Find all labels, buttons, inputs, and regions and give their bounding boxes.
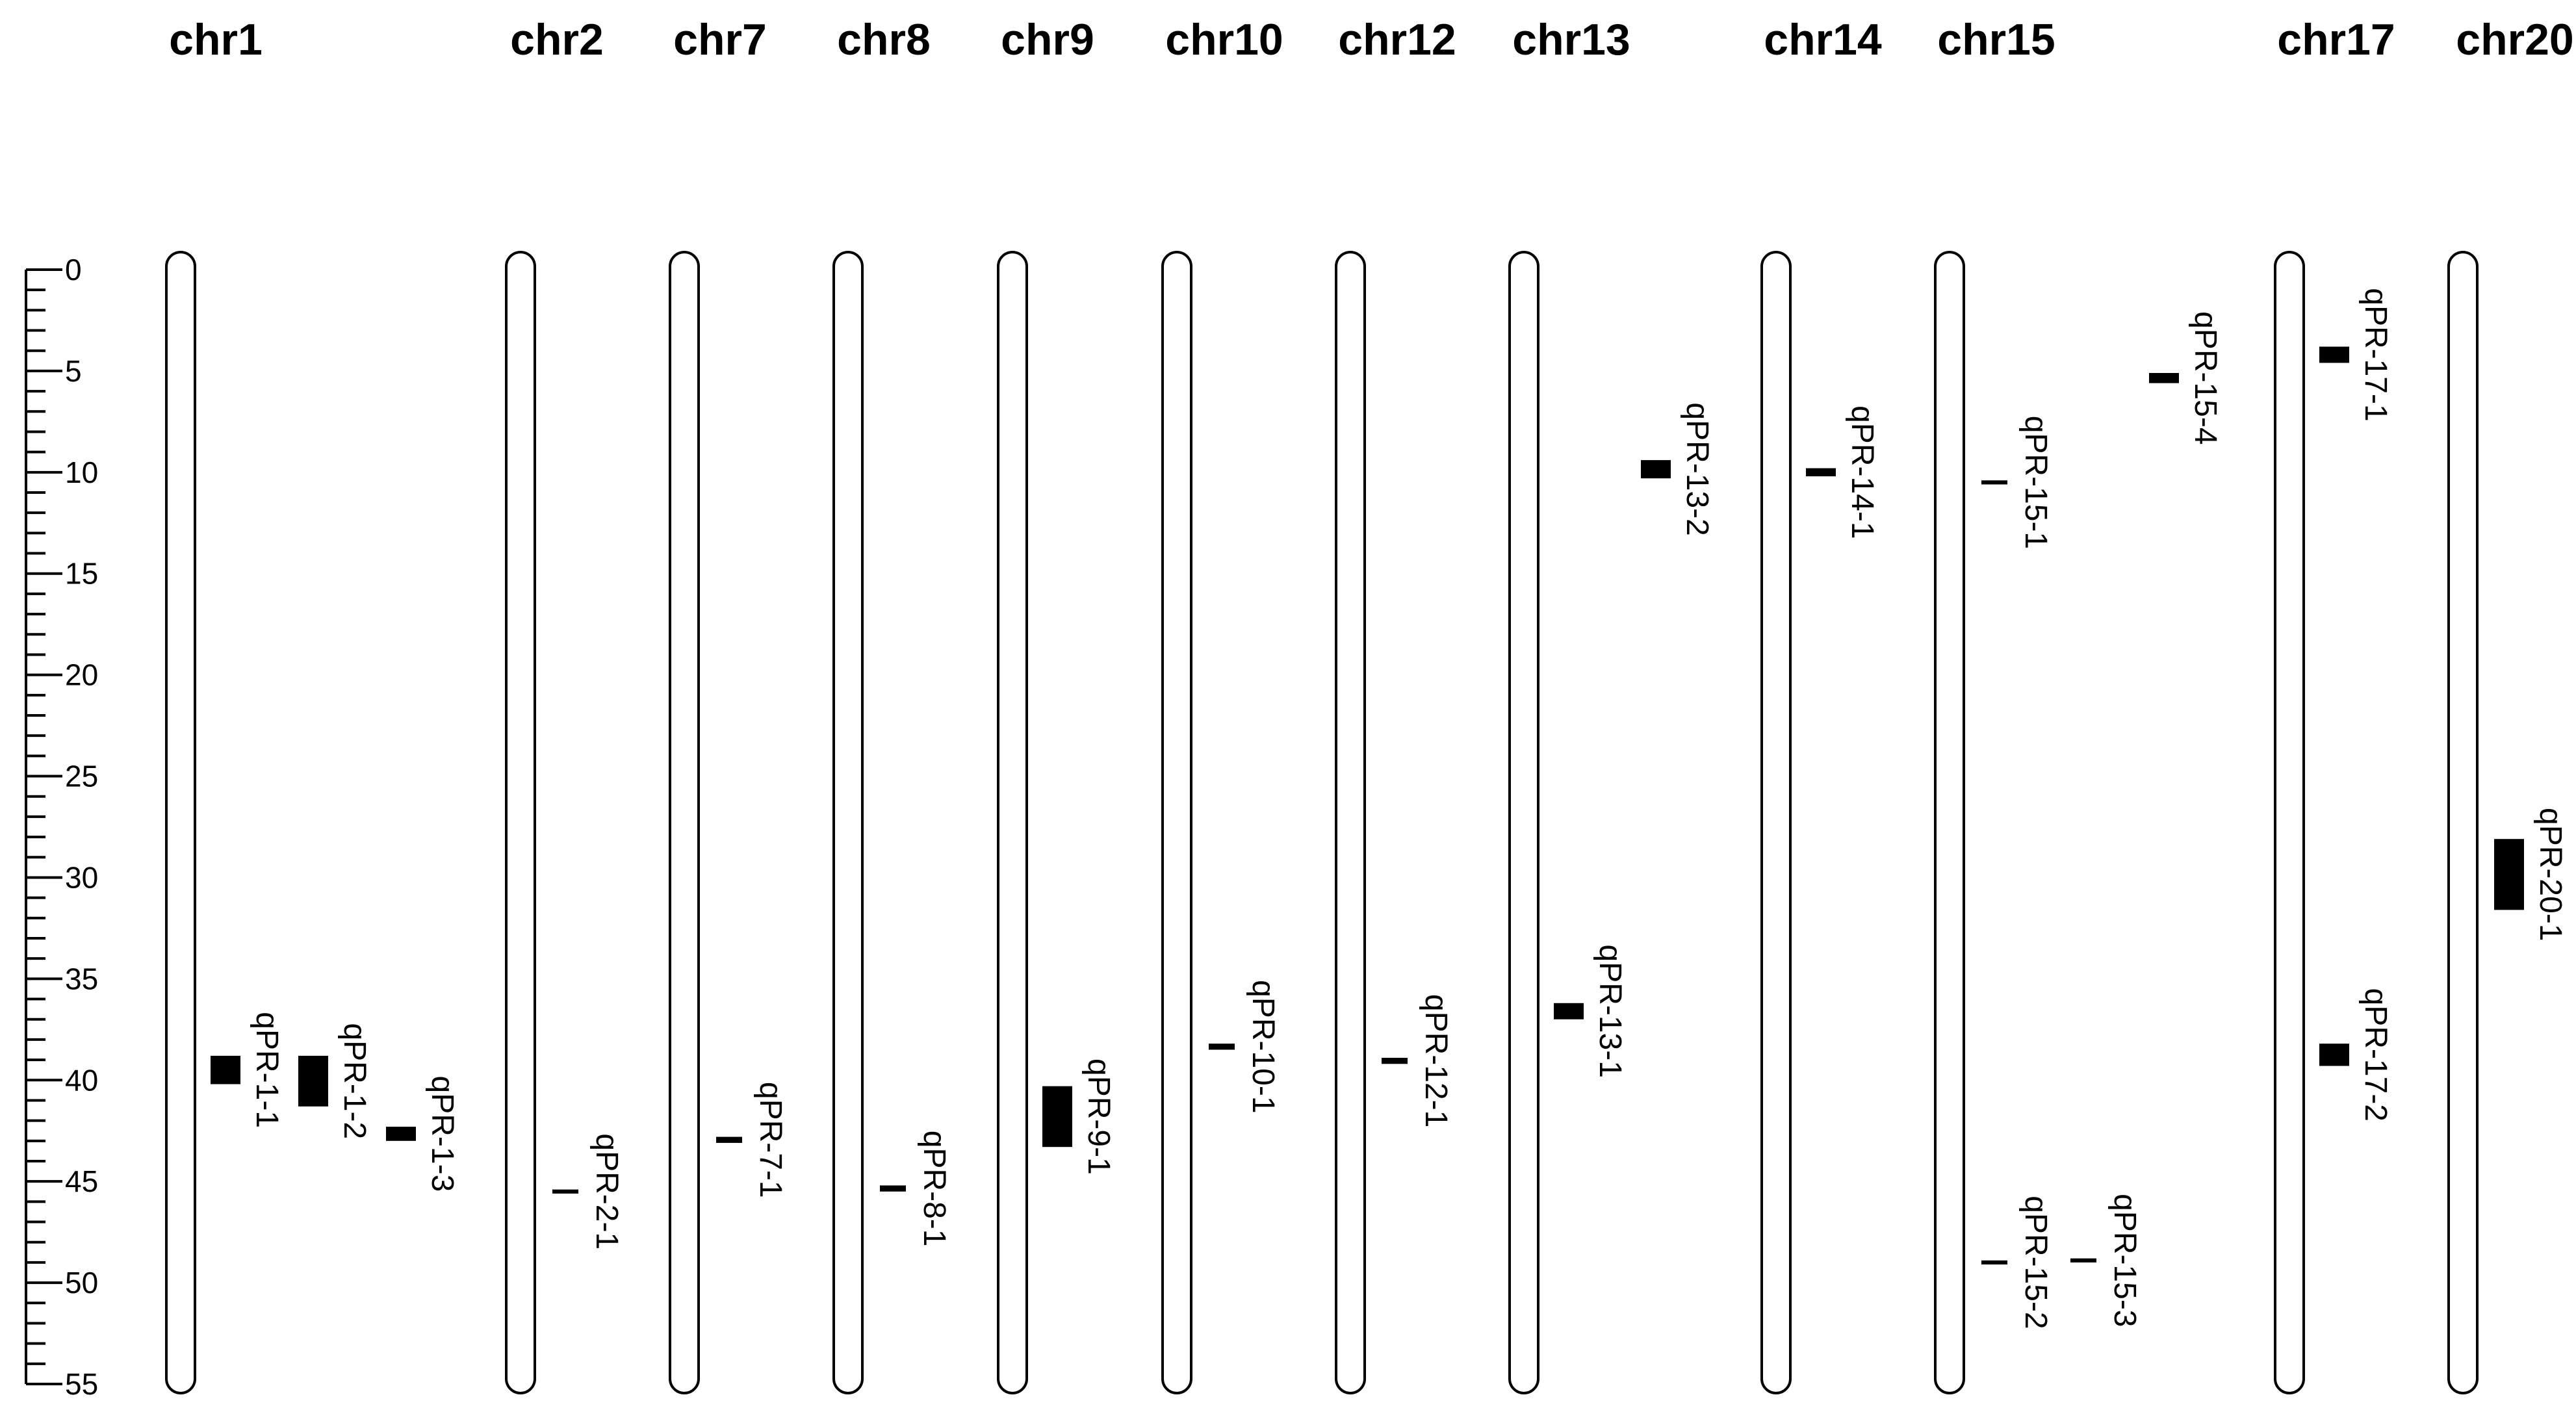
chromosome-bar-chr13 bbox=[1508, 251, 1539, 1394]
axis-tick-label: 35 bbox=[65, 962, 98, 995]
qtl-bar-qPR-1-2 bbox=[298, 1055, 328, 1107]
qtl-label-qPR-12-1: qPR-12-1 bbox=[1419, 994, 1453, 1127]
qtl-bar-qPR-8-1 bbox=[880, 1185, 906, 1192]
position-axis: 0 5 10 15 20 25 30 35 40 45 50 55 bbox=[25, 253, 98, 1401]
qtl-label-qPR-15-3: qPR-15-3 bbox=[2107, 1194, 2142, 1327]
qtl-label-qPR-17-2: qPR-17-2 bbox=[2358, 988, 2393, 1122]
qtl-bar-qPR-1-1 bbox=[211, 1055, 240, 1084]
qtl-label-qPR-15-1: qPR-15-1 bbox=[2018, 416, 2053, 549]
chromosome-label-chr10: chr10 bbox=[1165, 15, 1283, 64]
chromosome-bar-chr8 bbox=[832, 251, 864, 1394]
chromosome-bar-chr2 bbox=[505, 251, 536, 1394]
qtl-bar-qPR-7-1 bbox=[716, 1136, 742, 1143]
axis-tick-label: 0 bbox=[65, 253, 82, 287]
chromosome-label-chr9: chr9 bbox=[1001, 15, 1094, 64]
axis-tick-label: 45 bbox=[65, 1164, 98, 1198]
qtl-bar-qPR-13-1 bbox=[1554, 1003, 1584, 1019]
axis-tick-label: 40 bbox=[65, 1063, 98, 1097]
qtl-label-qPR-10-1: qPR-10-1 bbox=[1246, 980, 1280, 1113]
qtl-label-qPR-15-2: qPR-15-2 bbox=[2018, 1196, 2053, 1329]
qtl-bar-qPR-15-2 bbox=[1981, 1260, 2007, 1265]
qtl-bar-qPR-14-1 bbox=[1806, 468, 1836, 477]
qtl-bar-qPR-17-1 bbox=[2319, 346, 2349, 363]
chromosome-label-chr17: chr17 bbox=[2277, 15, 2395, 64]
qtl-label-qPR-1-3: qPR-1-3 bbox=[425, 1076, 459, 1192]
chromosome-label-chr8: chr8 bbox=[837, 15, 931, 64]
axis-tick-label: 30 bbox=[65, 860, 98, 894]
axis-tick-label: 25 bbox=[65, 760, 98, 793]
qtl-label-qPR-8-1: qPR-8-1 bbox=[917, 1131, 951, 1247]
chromosomes: chr1 chr2 chr7 chr8 chr9 chr10 chr12 chr13 chr14… bbox=[165, 15, 2574, 1394]
qtl-bar-qPR-13-2 bbox=[1641, 460, 1671, 479]
chromosome-label-chr14: chr14 bbox=[1764, 15, 1882, 64]
chromosome-label-chr15: chr15 bbox=[1937, 15, 2055, 64]
qtl-bar-qPR-12-1 bbox=[1382, 1057, 1408, 1064]
qtl-label-qPR-1-2: qPR-1-2 bbox=[337, 1023, 372, 1139]
axis-tick-label: 55 bbox=[65, 1367, 98, 1401]
chromosome-bar-chr9 bbox=[997, 251, 1028, 1394]
chromosome-bar-chr7 bbox=[669, 251, 700, 1394]
qtl-label-qPR-14-1: qPR-14-1 bbox=[1845, 405, 1879, 539]
chromosome-bar-chr1 bbox=[165, 251, 196, 1394]
chromosome-bar-chr20 bbox=[2447, 251, 2479, 1394]
axis-tick-label: 20 bbox=[65, 658, 98, 692]
qtl-label-qPR-20-1: qPR-20-1 bbox=[2533, 808, 2568, 941]
qtl-bar-qPR-20-1 bbox=[2494, 839, 2524, 910]
qtl-label-qPR-7-1: qPR-7-1 bbox=[753, 1082, 788, 1198]
axis-tick-label: 10 bbox=[65, 455, 98, 489]
qtl-bar-qPR-1-3 bbox=[386, 1126, 416, 1141]
chromosome-bar-chr14 bbox=[1760, 251, 1792, 1394]
qtl-bar-qPR-15-3 bbox=[2070, 1258, 2096, 1263]
chromosome-bar-chr10 bbox=[1161, 251, 1192, 1394]
chromosome-label-chr13: chr13 bbox=[1512, 15, 1630, 64]
qtl-label-qPR-1-1: qPR-1-1 bbox=[250, 1012, 284, 1128]
qtl-label-qPR-17-1: qPR-17-1 bbox=[2358, 288, 2393, 421]
chromosome-label-chr2: chr2 bbox=[510, 15, 604, 64]
qtl-bar-qPR-17-2 bbox=[2319, 1044, 2349, 1066]
axis-tick-label: 15 bbox=[65, 557, 98, 591]
chromosome-label-chr12: chr12 bbox=[1338, 15, 1456, 64]
qtl-label-qPR-2-1: qPR-2-1 bbox=[589, 1133, 624, 1250]
qtl-label-qPR-15-4: qPR-15-4 bbox=[2188, 311, 2222, 444]
chromosome-label-chr20: chr20 bbox=[2456, 15, 2573, 64]
chromosome-bar-chr15 bbox=[1934, 251, 1965, 1394]
axis-tick-label: 50 bbox=[65, 1266, 98, 1300]
qtl-bar-qPR-15-1 bbox=[1981, 480, 2007, 485]
axis-tick-label: 5 bbox=[65, 354, 82, 388]
chromosome-bar-chr17 bbox=[2274, 251, 2305, 1394]
chromosome-bar-chr12 bbox=[1335, 251, 1366, 1394]
qtl-bar-qPR-9-1 bbox=[1042, 1086, 1072, 1147]
qtl-bar-qPR-10-1 bbox=[1209, 1044, 1235, 1050]
qtl-label-qPR-13-2: qPR-13-2 bbox=[1680, 402, 1714, 535]
chromosome-label-chr7: chr7 bbox=[673, 15, 767, 64]
qtl-label-qPR-9-1: qPR-9-1 bbox=[1081, 1058, 1116, 1175]
qtl-bar-qPR-15-4 bbox=[2149, 373, 2179, 383]
chromosome-label-chr1: chr1 bbox=[169, 15, 263, 64]
qtl-markers: qPR-1-1 qPR-1-2 qPR-1-3 qPR-2-1 qPR-7-1 qPR-8… bbox=[211, 288, 2568, 1329]
qtl-bar-qPR-2-1 bbox=[552, 1189, 578, 1194]
qtl-label-qPR-13-1: qPR-13-1 bbox=[1593, 945, 1627, 1078]
